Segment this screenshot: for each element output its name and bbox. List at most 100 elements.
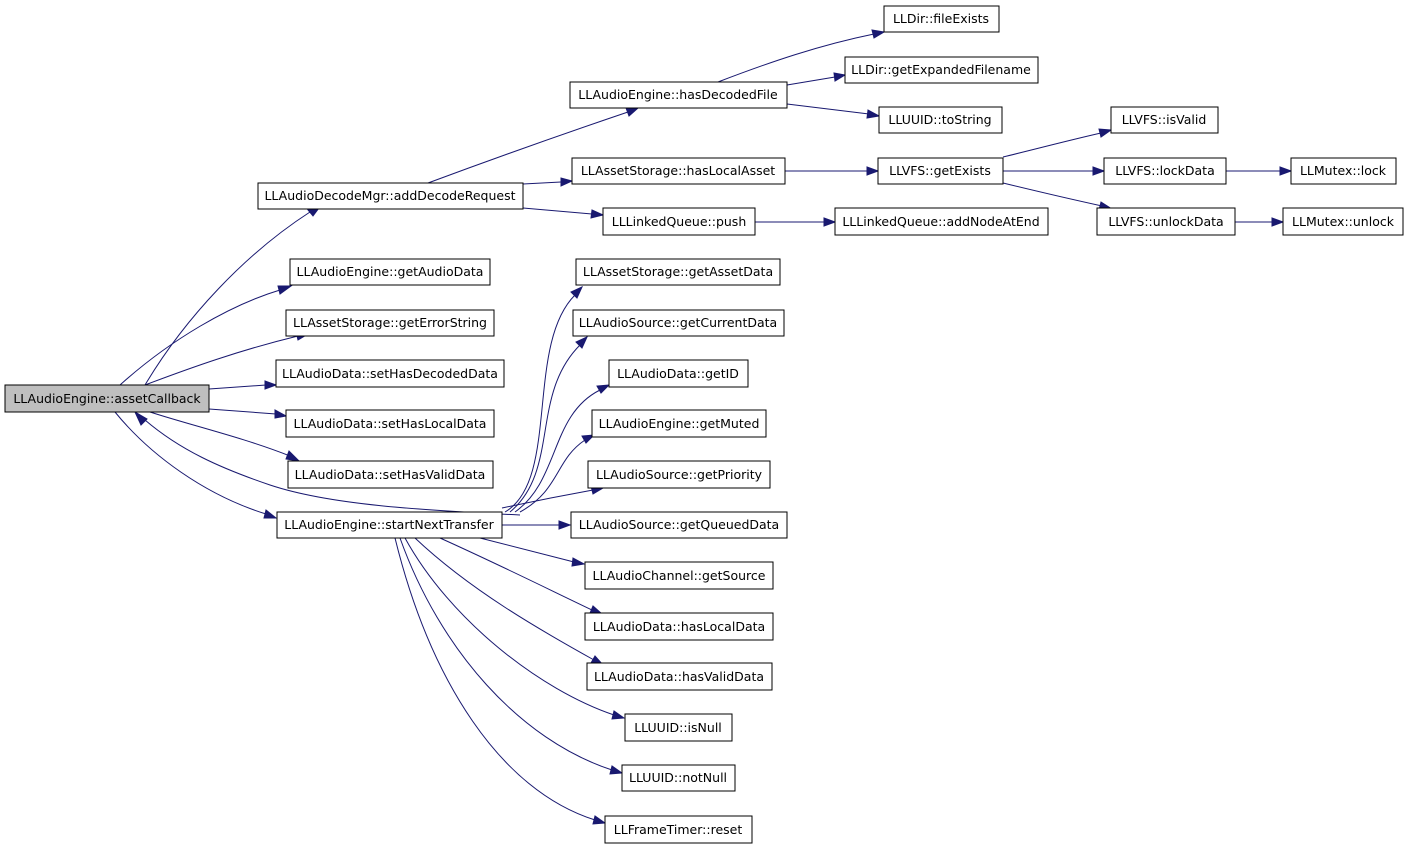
arrowhead [581,434,596,444]
arrowhead [590,209,605,219]
node-label: LLUUID::isNull [634,720,722,735]
node-llaudiodata-getid[interactable]: LLAudioData::getID [608,359,749,388]
node-llaudioengine-assetcallback[interactable]: LLAudioEngine::assetCallback [4,384,210,413]
edge-assetcallback-getaudiodata [119,289,281,386]
edge-adddecoderequest-hasdecodedfile [427,111,629,184]
edge-assetcallback-sethaslocaldata [208,408,277,415]
node-llvfs-getexists[interactable]: LLVFS::getExists [877,157,1004,185]
node-label: LLVFS::isValid [1122,112,1207,127]
arrowhead [274,409,288,419]
arrowhead [866,109,881,119]
edge-startnexttransfer-getassetdata [504,294,576,513]
edge-assetcallback-sethasvaliddata [149,411,291,457]
edge-startnexttransfer-notnull [399,537,613,771]
node-llmutex-unlock[interactable]: LLMutex::unlock [1282,207,1404,236]
node-label: LLAudioSource::getPriority [596,467,763,482]
node-label: LLAudioData::setHasDecodedData [282,366,498,381]
node-llvfs-lockdata[interactable]: LLVFS::lockData [1103,157,1227,185]
node-lluuid-notnull[interactable]: LLUUID::notNull [621,764,736,792]
edge-adddecoderequest-haslocalasset [522,181,562,185]
node-label: LLVFS::getExists [889,163,991,178]
arrowhead [592,815,607,825]
arrowhead [571,557,586,567]
node-llaudiodata-haslocaldata[interactable]: LLAudioData::hasLocalData [584,612,774,641]
node-label: LLAudioSource::getQueuedData [579,517,779,532]
node-llaudiodata-sethasvaliddata[interactable]: LLAudioData::setHasValidData [287,460,494,489]
node-label: LLAudioEngine::getMuted [599,416,760,431]
node-llaudiodata-sethaslocaldata[interactable]: LLAudioData::setHasLocalData [285,409,495,438]
node-label: LLAudioData::getID [617,366,739,381]
function-nodes: LLAudioEngine::assetCallback LLAudioDeco… [4,5,1404,844]
arrowhead [263,509,278,519]
node-llaudiodata-hasvaliddata[interactable]: LLAudioData::hasValidData [586,662,773,691]
node-label: LLAudioData::setHasLocalData [294,416,487,431]
node-llaudiosource-getqueueddata[interactable]: LLAudioSource::getQueuedData [570,511,788,539]
node-llaudioengine-getaudiodata[interactable]: LLAudioEngine::getAudioData [289,258,491,286]
edge-adddecoderequest-push [522,207,593,215]
node-label: LLAudioEngine::startNextTransfer [284,517,494,532]
edge-hasdecodedfile-fileexists [717,33,875,83]
edge-assetcallback-startnexttransfer [114,411,267,515]
arrowhead [833,72,847,82]
node-label: LLFrameTimer::reset [614,822,743,837]
edge-startnexttransfer-getsource [479,537,575,563]
node-label: LLAudioEngine::getAudioData [297,264,484,279]
node-llaudiosource-getpriority[interactable]: LLAudioSource::getPriority [587,460,771,489]
node-llaudiodecodemgr-adddecoderequest[interactable]: LLAudioDecodeMgr::addDecodeRequest [257,182,524,210]
node-label: LLAudioSource::getCurrentData [579,315,777,330]
arrowhead [560,177,574,187]
edge-hasdecodedfile-getexpandedfilename [786,76,836,86]
arrowhead [1098,128,1113,138]
node-lldir-fileexists[interactable]: LLDir::fileExists [883,5,1000,33]
node-llvfs-unlockdata[interactable]: LLVFS::unlockData [1096,207,1236,236]
node-llassetstorage-haslocalasset[interactable]: LLAssetStorage::hasLocalAsset [571,157,786,185]
node-label: LLAssetStorage::getAssetData [583,264,773,279]
edge-startnexttransfer-assetcallback [144,419,521,516]
node-llaudiochannel-getsource[interactable]: LLAudioChannel::getSource [584,561,774,590]
node-label: LLAudioChannel::getSource [593,568,766,583]
arrowhead [866,166,880,176]
node-lluuid-tostring[interactable]: LLUUID::toString [878,106,1003,134]
node-llframetimer-reset[interactable]: LLFrameTimer::reset [604,815,753,844]
node-label: LLAudioDecodeMgr::addDecodeRequest [264,188,515,203]
call-edges [114,29,1293,825]
node-llaudiosource-getcurrentdata[interactable]: LLAudioSource::getCurrentData [572,309,785,337]
arrowhead [277,285,293,295]
node-label: LLUUID::toString [888,112,991,127]
edge-startnexttransfer-getid [514,389,601,513]
edge-assetcallback-geterrorstring [144,335,299,386]
node-label: LLAudioData::hasLocalData [593,619,765,634]
node-llaudioengine-startnexttransfer[interactable]: LLAudioEngine::startNextTransfer [276,511,503,539]
node-lllinkedqueue-push[interactable]: LLLinkedQueue::push [602,207,756,236]
node-lllinkedqueue-addnodeatend[interactable]: LLLinkedQueue::addNodeAtEnd [834,207,1049,236]
arrowhead [570,285,584,299]
node-label: LLLinkedQueue::addNodeAtEnd [842,214,1039,229]
arrowhead [558,520,572,530]
node-label: LLAssetStorage::hasLocalAsset [581,163,775,178]
arrowhead [1271,217,1285,227]
edge-getexists-isvalid [1002,132,1102,158]
node-label: LLVFS::lockData [1115,163,1215,178]
node-llmutex-lock[interactable]: LLMutex::lock [1290,157,1397,185]
node-llaudioengine-getmuted[interactable]: LLAudioEngine::getMuted [591,409,767,438]
arrowhead [871,29,886,39]
edge-startnexttransfer-reset [394,537,596,821]
node-lluuid-isnull[interactable]: LLUUID::isNull [624,713,733,742]
node-lldir-getexpandedfilename[interactable]: LLDir::getExpandedFilename [844,56,1039,84]
node-llvfs-isvalid[interactable]: LLVFS::isValid [1110,106,1219,134]
edge-getexists-unlockdata [1002,182,1103,207]
arrowhead [575,335,589,349]
node-label: LLMutex::unlock [1292,214,1395,229]
node-label: LLVFS::unlockData [1108,214,1223,229]
node-llaudioengine-hasdecodedfile[interactable]: LLAudioEngine::hasDecodedFile [569,81,788,109]
node-label: LLDir::fileExists [893,11,989,26]
node-llaudiodata-sethasdecodeddata[interactable]: LLAudioData::setHasDecodedData [275,359,505,388]
edge-hasdecodedfile-tostring [786,103,870,115]
node-label: LLUUID::notNull [629,770,727,785]
arrowhead [1092,166,1106,176]
node-llassetstorage-getassetdata[interactable]: LLAssetStorage::getAssetData [575,258,781,286]
node-llassetstorage-geterrorstring[interactable]: LLAssetStorage::getErrorString [285,309,495,337]
node-label: LLAssetStorage::getErrorString [293,315,487,330]
arrowhead [611,710,626,720]
edge-startnexttransfer-getpriority [501,489,594,509]
